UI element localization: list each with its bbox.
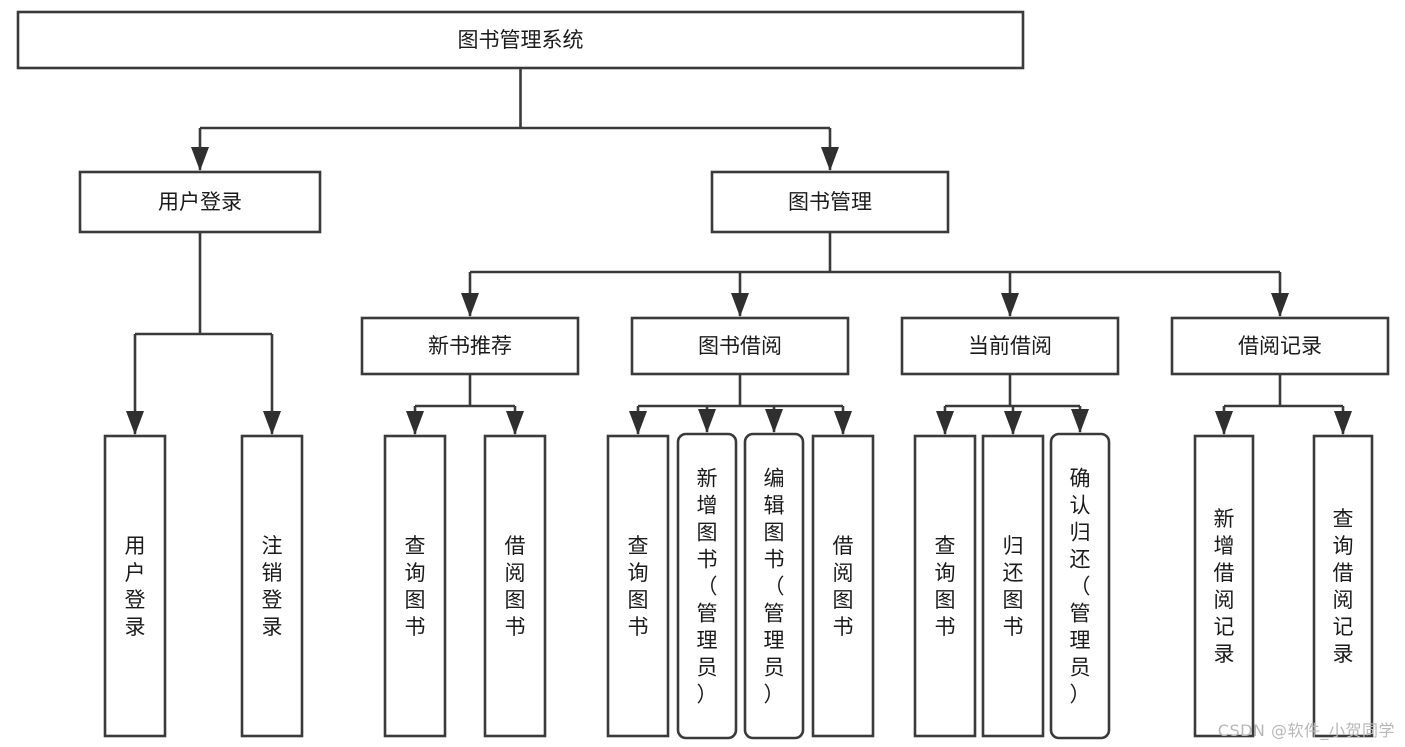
node-box[interactable] <box>103 434 167 738</box>
book-borrow-to-leaves-arrowhead-0 <box>629 411 647 435</box>
node-label: 注销登录 <box>262 534 283 639</box>
node-box[interactable] <box>900 316 1120 376</box>
node-leaf-edit-book[interactable]: 编辑图书（管理员） <box>743 432 805 740</box>
node-box[interactable] <box>981 434 1045 738</box>
node-box[interactable] <box>710 170 950 234</box>
userlogin-to-leaves-arrowhead-1 <box>263 411 281 435</box>
node-label: 新增借阅记录 <box>1214 507 1235 666</box>
node-leaf-query-book-3[interactable]: 查询图书 <box>913 434 977 738</box>
node-leaf-query-record[interactable]: 查询借阅记录 <box>1312 434 1374 738</box>
new-book-recommend-to-leaves-arrowhead-0 <box>406 411 424 435</box>
node-box[interactable] <box>16 10 1025 70</box>
node-box[interactable] <box>1049 432 1111 740</box>
node-box[interactable] <box>240 434 304 738</box>
node-label: 确认归还（管理员） <box>1070 467 1091 707</box>
node-label: 当前借阅 <box>968 334 1052 358</box>
node-label: 编辑图书（管理员） <box>764 467 785 707</box>
node-box[interactable] <box>1170 316 1390 376</box>
node-label: 查询图书 <box>628 534 649 639</box>
borrow-record-to-leaves-arrowhead-1 <box>1334 411 1352 435</box>
new-book-recommend-to-leaves-arrowhead-1 <box>506 411 524 435</box>
book-borrow-to-leaves-arrowhead-1 <box>698 409 716 433</box>
node-label: 图书借阅 <box>698 334 782 358</box>
node-box[interactable] <box>743 432 805 740</box>
node-label: 借阅图书 <box>833 534 854 639</box>
node-leaf-borrow-book-2[interactable]: 借阅图书 <box>811 434 875 738</box>
node-label: 新增图书（管理员） <box>697 467 718 707</box>
node-box[interactable] <box>78 170 322 234</box>
node-box[interactable] <box>913 434 977 738</box>
node-box[interactable] <box>606 434 670 738</box>
userlogin-to-leaves-arrowhead-0 <box>126 411 144 435</box>
node-box[interactable] <box>1193 434 1255 738</box>
node-leaf-add-book[interactable]: 新增图书（管理员） <box>676 432 738 740</box>
node-root[interactable]: 图书管理系统 <box>16 10 1025 70</box>
node-label: 查询借阅记录 <box>1333 507 1354 666</box>
edges-layer <box>126 68 1352 435</box>
node-current-borrow[interactable]: 当前借阅 <box>900 316 1120 376</box>
root-to-level2-arrowhead-0 <box>191 147 209 171</box>
node-box[interactable] <box>360 316 580 376</box>
book-borrow-to-leaves-arrowhead-3 <box>834 411 852 435</box>
current-borrow-to-leaves-arrowhead-1 <box>1004 411 1022 435</box>
node-user-login[interactable]: 用户登录 <box>78 170 322 234</box>
csdn-watermark: CSDN @软件_小贺同学 <box>1217 721 1395 740</box>
node-leaf-return-book[interactable]: 归还图书 <box>981 434 1045 738</box>
node-box[interactable] <box>483 434 547 738</box>
node-box[interactable] <box>676 432 738 740</box>
node-leaf-query-book-1[interactable]: 查询图书 <box>383 434 447 738</box>
borrow-record-to-leaves-arrowhead-0 <box>1215 411 1233 435</box>
bookmanage-to-level3-arrowhead-3 <box>1271 293 1289 317</box>
bookmanage-to-level3-arrowhead-1 <box>731 293 749 317</box>
bookmanage-to-level3-arrowhead-2 <box>1001 293 1019 317</box>
node-label: 新书推荐 <box>428 334 512 358</box>
book-borrow-to-leaves-arrowhead-2 <box>765 409 783 433</box>
node-book-manage[interactable]: 图书管理 <box>710 170 950 234</box>
current-borrow-to-leaves-arrowhead-0 <box>936 411 954 435</box>
node-new-book-recommend[interactable]: 新书推荐 <box>360 316 580 376</box>
node-leaf-confirm-return[interactable]: 确认归还（管理员） <box>1049 432 1111 740</box>
node-label: 归还图书 <box>1003 534 1024 639</box>
node-label: 查询图书 <box>405 534 426 639</box>
bookmanage-to-level3-arrowhead-0 <box>461 293 479 317</box>
root-to-level2-arrowhead-1 <box>821 147 839 171</box>
node-box[interactable] <box>630 316 850 376</box>
node-box[interactable] <box>811 434 875 738</box>
node-label: 用户登录 <box>158 190 242 214</box>
current-borrow-to-leaves-arrowhead-2 <box>1071 409 1089 433</box>
node-label: 图书管理系统 <box>458 28 584 52</box>
node-box[interactable] <box>383 434 447 738</box>
node-label: 图书管理 <box>788 190 872 214</box>
node-leaf-query-book-2[interactable]: 查询图书 <box>606 434 670 738</box>
node-box[interactable] <box>1312 434 1374 738</box>
node-leaf-user-login[interactable]: 用户登录 <box>103 434 167 738</box>
node-borrow-record[interactable]: 借阅记录 <box>1170 316 1390 376</box>
node-label: 查询图书 <box>935 534 956 639</box>
nodes-layer: 图书管理系统用户登录图书管理新书推荐图书借阅当前借阅借阅记录用户登录注销登录查询… <box>16 10 1390 740</box>
node-leaf-add-record[interactable]: 新增借阅记录 <box>1193 434 1255 738</box>
node-label: 用户登录 <box>125 534 146 639</box>
node-book-borrow[interactable]: 图书借阅 <box>630 316 850 376</box>
node-leaf-logout[interactable]: 注销登录 <box>240 434 304 738</box>
node-label: 借阅记录 <box>1238 334 1322 358</box>
node-label: 借阅图书 <box>505 534 526 639</box>
node-leaf-borrow-book-1[interactable]: 借阅图书 <box>483 434 547 738</box>
